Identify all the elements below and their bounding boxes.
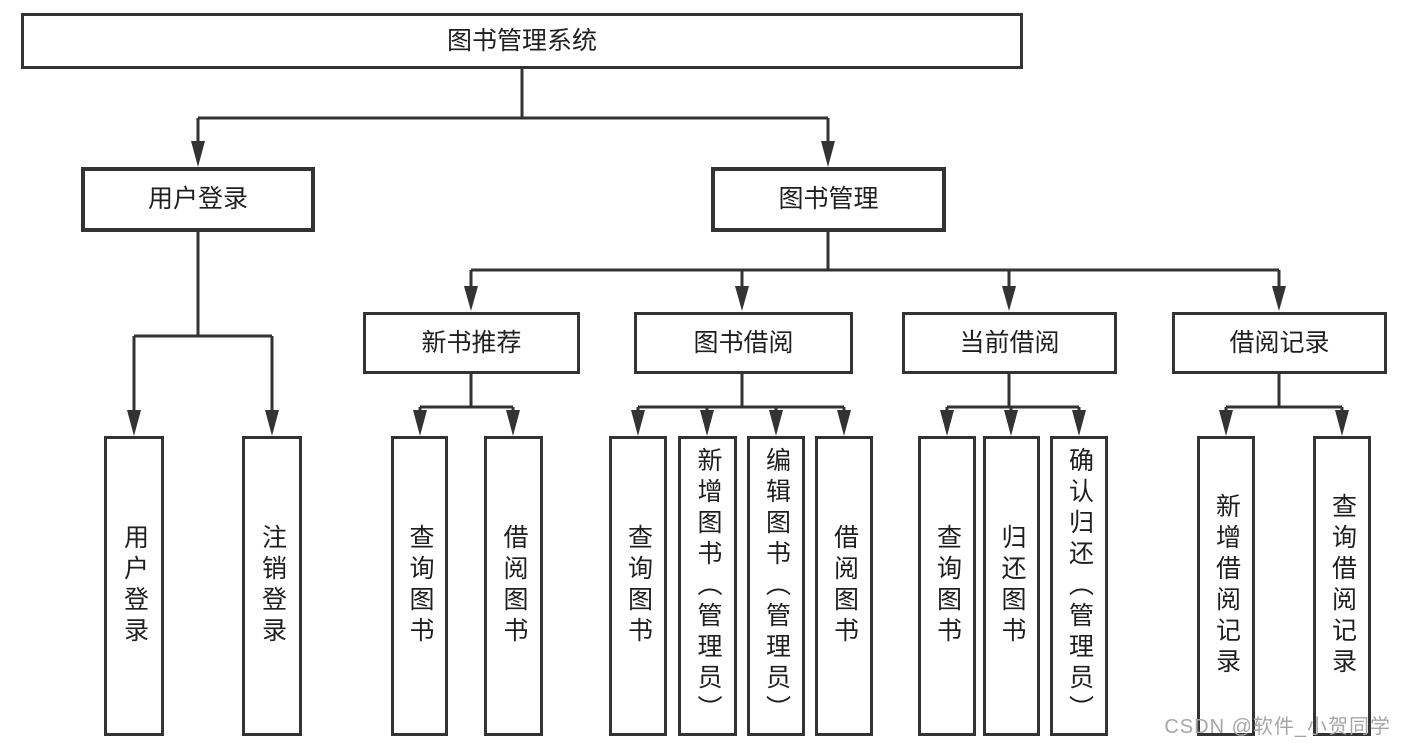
node-category-new-book-recommend: 新书推荐: [363, 312, 580, 374]
node-leaf-add-borrow-record: 新增借阅记录: [1197, 436, 1255, 736]
node-leaf-confirm-return-admin: 确认归还（管理员）: [1050, 436, 1108, 736]
arrowhead: [1335, 410, 1349, 436]
arrowhead: [464, 286, 478, 311]
arrowhead: [1002, 286, 1016, 311]
node-leaf-borrow-books-borrowing: 借阅图书: [815, 436, 873, 736]
connector-userlogin-to-leaves: [132, 232, 274, 412]
arrowhead: [1004, 410, 1018, 436]
node-leaf-user-login: 用户登录: [104, 436, 164, 736]
node-leaf-query-borrow-record: 查询借阅记录: [1313, 436, 1371, 736]
node-leaf-add-books-admin: 新增图书（管理员）: [678, 436, 737, 736]
connector-current-to-leaves: [945, 374, 1081, 412]
node-category-borrow-records: 借阅记录: [1172, 312, 1387, 374]
node-leaf-borrow-books-recommend: 借阅图书: [484, 436, 543, 736]
connector-root-to-branches: [196, 69, 830, 142]
connector-records-to-leaves: [1224, 374, 1344, 412]
arrowhead: [1072, 410, 1086, 436]
arrowhead: [940, 410, 954, 436]
arrowhead: [735, 286, 749, 311]
node-leaf-query-books-borrowing: 查询图书: [609, 436, 667, 736]
node-category-book-borrowing: 图书借阅: [634, 312, 853, 374]
arrowhead: [769, 410, 783, 436]
arrowhead: [631, 410, 645, 436]
node-category-current-borrowing: 当前借阅: [902, 312, 1117, 374]
arrowhead: [265, 410, 279, 436]
arrowhead: [413, 410, 427, 436]
node-leaf-query-books-recommend: 查询图书: [391, 436, 448, 736]
arrowhead: [700, 410, 714, 436]
node-leaf-logout: 注销登录: [242, 436, 302, 736]
arrowhead: [506, 410, 520, 436]
arrowhead: [1272, 286, 1286, 311]
arrowhead: [821, 141, 835, 167]
node-branch-user-login: 用户登录: [81, 167, 315, 232]
arrowhead: [837, 410, 851, 436]
csdn-watermark: CSDN @软件_小贺同学: [1164, 716, 1391, 738]
arrowhead: [191, 141, 205, 167]
connector-borrowing-to-leaves: [636, 374, 846, 412]
node-branch-book-management: 图书管理: [711, 167, 946, 232]
node-root-library-system: 图书管理系统: [21, 13, 1023, 69]
connector-bookmgmt-to-categories: [469, 232, 1281, 288]
node-leaf-edit-books-admin: 编辑图书（管理员）: [747, 436, 805, 736]
arrowhead: [1219, 410, 1233, 436]
node-leaf-return-books: 归还图书: [983, 436, 1040, 736]
connector-newbooks-to-leaves: [418, 374, 515, 412]
arrowhead: [127, 410, 141, 436]
arrowheads: [127, 141, 1349, 436]
node-leaf-query-books-current: 查询图书: [918, 436, 976, 736]
